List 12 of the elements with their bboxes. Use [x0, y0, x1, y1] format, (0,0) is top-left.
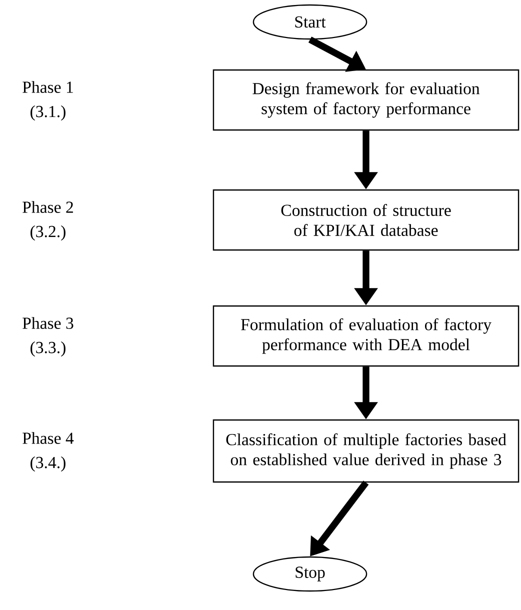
process-box: Formulation of evaluation of factory performance with DEA model [212, 305, 520, 367]
phase-label: (3.3.) [30, 341, 66, 357]
phase-label: Phase 2 [22, 201, 73, 213]
phase-label: (3.2.) [30, 225, 66, 241]
process-box: Design framework for evaluation system of factory performance [212, 69, 520, 131]
phase-label: Phase 3 [22, 317, 74, 329]
process-box: Classification of multiple factories based on established value derived in phase 3 [212, 419, 520, 483]
process-box: Construction of structure of KPI/KAI database [212, 189, 520, 251]
phase-label: Phase 4 [22, 432, 74, 444]
phase-label: (3.4.) [30, 456, 66, 472]
phase-label: Phase 1 [22, 81, 73, 93]
phase-label: (3.1.) [30, 105, 66, 121]
